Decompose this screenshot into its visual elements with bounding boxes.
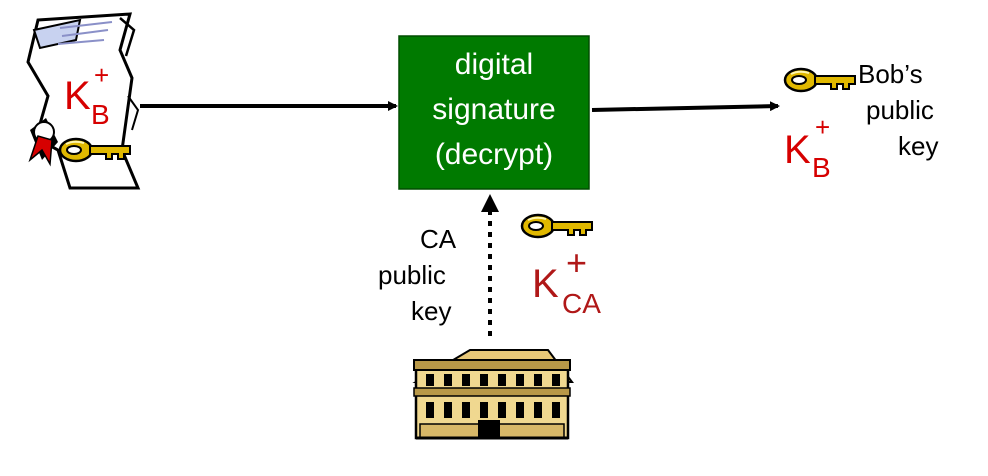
certificate-key-sup: + — [94, 60, 110, 90]
ca-key-sub: CA — [562, 288, 601, 319]
building-icon — [412, 349, 574, 440]
box-label-line3: (decrypt) — [434, 138, 554, 171]
box-label-line2: signature — [432, 93, 556, 126]
golden-key-icon — [520, 213, 594, 239]
digital-signature-box — [398, 35, 590, 190]
golden-key-icon — [783, 67, 857, 93]
output-label-line3: key — [898, 131, 939, 161]
certificate-key-base: K — [64, 74, 91, 118]
ca-label-line2: public — [378, 260, 446, 290]
box-label: digital signature (decrypt) — [399, 42, 589, 177]
output-key-base: K — [784, 128, 811, 172]
ca-key-base: K — [532, 262, 559, 306]
ca-label-line3: key — [411, 296, 452, 326]
box-label-line1: digital — [454, 48, 534, 81]
output-label-line1: Bob’s — [858, 59, 923, 89]
certificate-key-sub: B — [91, 99, 110, 130]
ca-key-sup: + — [566, 242, 588, 283]
output-key-sub: B — [812, 152, 831, 183]
output-key-sup: + — [815, 112, 831, 142]
arrow-ca-to-box-head — [481, 194, 499, 212]
arrow-box-to-output — [591, 101, 780, 112]
certificate-icon — [26, 12, 141, 190]
ca-label-line1: CA — [420, 224, 457, 254]
output-label-line2: public — [866, 95, 934, 125]
